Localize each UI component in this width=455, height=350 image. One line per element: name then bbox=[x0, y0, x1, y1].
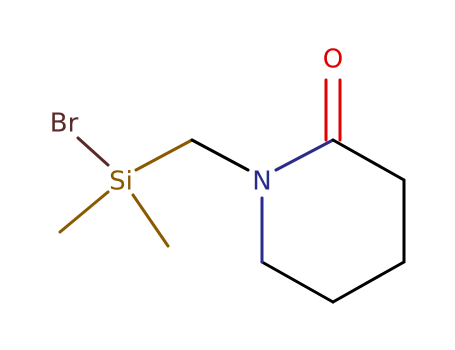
bond-si-methyl-right bbox=[131, 193, 170, 248]
atom-oxygen: O bbox=[323, 45, 343, 75]
bond-ring-c4-c5 bbox=[331, 260, 406, 304]
atom-bromine: Br bbox=[50, 109, 79, 139]
bond-br-si bbox=[76, 136, 110, 167]
atom-nitrogen: N bbox=[252, 167, 271, 197]
atom-silicon: Si bbox=[109, 167, 133, 197]
atom-labels: Br Si N O bbox=[50, 45, 344, 197]
bond-si-ch2 bbox=[134, 138, 194, 172]
bond-si-methyl-left bbox=[58, 190, 110, 234]
bonds bbox=[58, 78, 406, 304]
bond-ch2-n bbox=[190, 138, 250, 172]
bond-ring-c2-c3 bbox=[331, 138, 406, 182]
bond-ring-c5-c6 bbox=[260, 260, 335, 304]
bond-n-carbonyl bbox=[274, 138, 335, 172]
